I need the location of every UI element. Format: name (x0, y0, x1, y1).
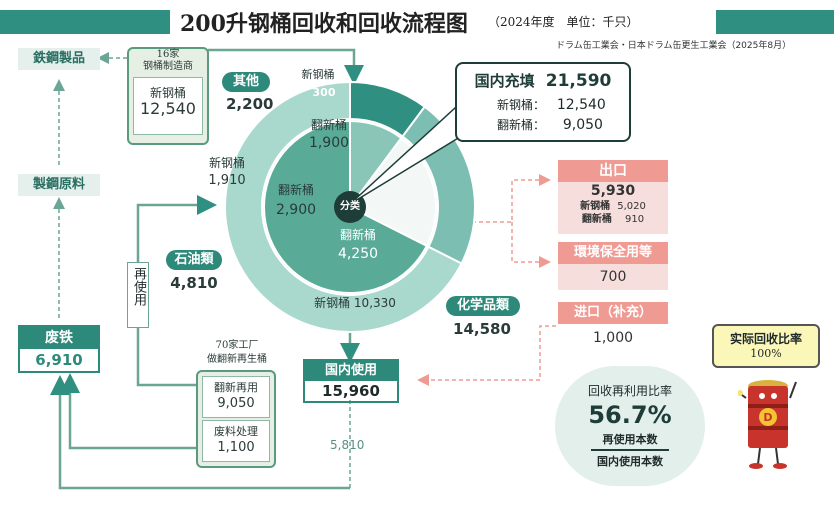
maker-title-2: 钢桶制造商 (143, 61, 193, 72)
domestic-use-title: 国内使用 (305, 361, 397, 381)
mascot-value: 100% (750, 347, 782, 360)
callout-title: 国内充填 (474, 72, 535, 90)
ratio-value: 56.7% (588, 401, 672, 429)
callout-new-label: 新钢桶： (497, 98, 546, 112)
ratio-denominator: 国内使用本数 (597, 455, 663, 468)
chem-tag: 化学品類 (446, 296, 520, 316)
export-recon-label: 翻新桶 (581, 214, 612, 225)
steel-products-box: 鉄鋼製品 (18, 48, 100, 70)
maker-inner: 新钢桶 12,540 (133, 77, 203, 135)
env-box: 環境保全用等 700 (558, 242, 668, 290)
export-title: 出口 (558, 160, 668, 182)
maker-value: 12,540 (140, 99, 196, 118)
oil-recon-value: 2,900 (275, 202, 317, 218)
factory-waste-label: 废料处理 (214, 425, 258, 438)
maker-drum: 16家 钢桶制造商 新钢桶 12,540 (127, 47, 209, 145)
callout-recon-value: 9,050 (562, 117, 603, 133)
callout-total: 21,590 (545, 71, 612, 91)
export-body: 5,930 新钢桶 5,020 翻新桶 910 (558, 182, 668, 234)
chem-recon-value: 4,250 (337, 246, 379, 262)
oil-tag: 石油類 (166, 250, 222, 270)
callout-new-value: 12,540 (556, 97, 606, 113)
header-bar-right (716, 10, 834, 34)
scrap-box: 废铁 6,910 (18, 325, 100, 373)
reuse-text: 再使用 (131, 267, 146, 306)
callout-new-row: 新钢桶： 12,540 (457, 96, 629, 113)
chem-recon-label: 翻新桶 (339, 228, 376, 242)
center-label: 分类 (340, 201, 360, 212)
maker-title-1: 16家 (156, 49, 180, 60)
chem-new-text: 新钢桶 (314, 296, 351, 310)
ratio-divider (591, 449, 669, 451)
page-subtitle: （2024年度 单位：千只） (488, 15, 639, 29)
chem-value: 14,580 (453, 320, 511, 338)
domestic-use-box: 国内使用 15,960 (303, 359, 399, 403)
reuse-label: 再使用 (127, 262, 149, 328)
ratio-title: 回收再利用比率 (587, 384, 672, 398)
steel-raw-box: 製鋼原料 (18, 174, 100, 196)
factory-reuse-cell: 翻新再用 9,050 (202, 376, 270, 418)
ratio-circle: 回收再利用比率 56.7% 再使用本数 国内使用本数 (555, 366, 705, 486)
oil-recon-label: 翻新桶 (277, 183, 314, 197)
import-box: 进口（补充） 1,000 (558, 302, 668, 352)
scrap-label: 废铁 (20, 327, 98, 349)
factory-reuse-value: 9,050 (217, 396, 255, 411)
oil-new-label: 新钢桶 (208, 156, 245, 170)
mascot-drum-letter: D (763, 411, 772, 424)
callout-header: 国内充填 21,590 (457, 70, 629, 91)
scrap-value: 6,910 (35, 351, 83, 369)
callout-recon-label: 翻新桶： (497, 118, 546, 132)
import-value: 1,000 (558, 324, 668, 352)
other-tag: 其他 (222, 72, 270, 92)
other-new-label: 新钢桶 (301, 68, 335, 81)
factory-reuse-label: 翻新再用 (214, 381, 258, 394)
factory-drum: 翻新再用 9,050 废料处理 1,100 (196, 370, 276, 468)
export-new-value: 5,020 (617, 201, 646, 212)
factory-title-1: 70家工厂 (215, 340, 259, 351)
export-new-row: 新钢桶 5,020 (558, 200, 668, 213)
factory-title-2: 做翻新再生桶 (207, 354, 267, 365)
chem-new-label: 新钢桶 10,330 (300, 296, 410, 310)
source-note: ドラム缶工業会・日本ドラム缶更生工業会（2025年8月） (556, 41, 792, 51)
other-new-value: 300 (312, 86, 336, 99)
chem-new-value: 10,330 (353, 296, 396, 310)
env-title: 環境保全用等 (558, 242, 668, 264)
page-title: 200升钢桶回收和回收流程图 (180, 11, 468, 37)
export-recon-row: 翻新桶 910 (558, 213, 668, 226)
domestic-fill-callout: 国内充填 21,590 新钢桶： 12,540 翻新桶： 9,050 (455, 62, 631, 142)
export-value: 5,930 (590, 183, 636, 199)
other-recon-label: 翻新桶 (310, 118, 347, 132)
export-box: 出口 5,930 新钢桶 5,020 翻新桶 910 (558, 160, 668, 234)
mascot-title: 实际回收比率 (729, 332, 802, 346)
oil-value: 4,810 (170, 274, 218, 292)
oil-new-value: 1,910 (208, 173, 246, 188)
factory-waste-cell: 废料处理 1,100 (202, 420, 270, 462)
callout-recon-row: 翻新桶： 9,050 (457, 116, 629, 133)
waste-flow-value: 5,810 (330, 438, 365, 452)
env-value: 700 (558, 264, 668, 290)
domestic-use-value: 15,960 (322, 382, 380, 400)
mascot-speech-bubble: 实际回收比率 100% (712, 324, 820, 368)
maker-label: 新钢桶 (149, 86, 186, 100)
other-value: 2,200 (226, 95, 274, 113)
export-new-label: 新钢桶 (580, 201, 611, 212)
ratio-numerator: 再使用本数 (602, 433, 658, 446)
export-recon-value: 910 (625, 214, 645, 225)
other-recon-value: 1,900 (308, 135, 350, 151)
import-title: 进口（补充） (558, 302, 668, 324)
outer-segment-chem (224, 80, 463, 333)
header-bar-left (0, 10, 170, 34)
factory-waste-value: 1,100 (217, 440, 255, 455)
mascot-drum-icon: D (738, 380, 797, 469)
